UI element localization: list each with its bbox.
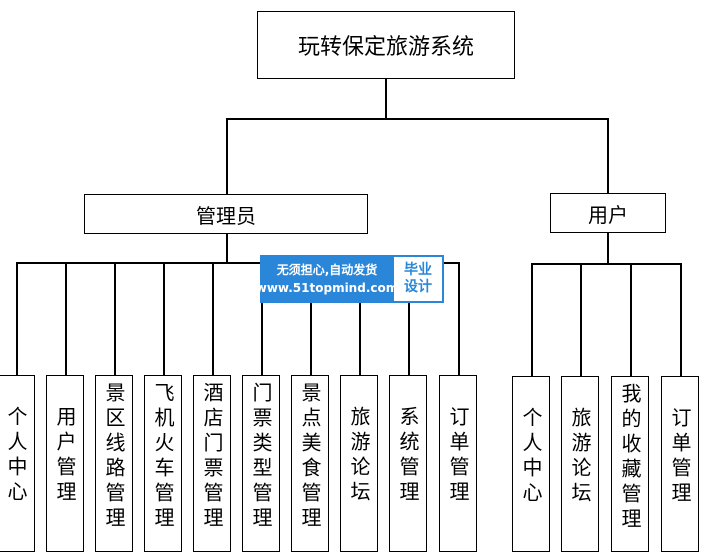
user-node-label: 用户 xyxy=(588,202,628,227)
admin-leaf-scenic-route-management: 景区线路管理 xyxy=(95,375,133,552)
watermark-badge: 毕业 设计 xyxy=(394,257,442,301)
user-down-connector xyxy=(607,233,609,264)
admin-drop xyxy=(408,262,410,375)
root-node: 玩转保定旅游系统 xyxy=(257,11,515,79)
admin-drop xyxy=(458,262,460,375)
user-connector xyxy=(607,118,609,193)
admin-leaf-ticket-type-management: 门票类型管理 xyxy=(242,375,280,552)
admin-leaf-user-management: 用户管理 xyxy=(46,375,84,552)
user-leaf-my-favorites-management: 我的收藏管理 xyxy=(611,376,649,552)
admin-drop xyxy=(310,262,312,375)
admin-leaf-order-management: 订单管理 xyxy=(439,375,477,552)
watermark-badge-line2: 设计 xyxy=(404,279,432,295)
admin-node-label: 管理员 xyxy=(196,203,256,228)
admin-drop xyxy=(114,262,116,375)
admin-children-bus xyxy=(16,262,459,264)
admin-leaf-scenic-food-management: 景点美食管理 xyxy=(291,375,329,552)
admin-drop xyxy=(261,262,263,375)
admin-leaf-hotel-ticket-management: 酒店门票管理 xyxy=(193,375,231,552)
admin-drop xyxy=(359,262,361,375)
admin-node: 管理员 xyxy=(84,194,368,234)
user-drop xyxy=(580,263,582,376)
user-drop xyxy=(531,263,533,376)
level1-bus xyxy=(226,118,608,120)
user-leaf-order-management: 订单管理 xyxy=(661,376,699,552)
root-connector xyxy=(385,79,387,119)
admin-leaf-personal-center: 个人中心 xyxy=(0,375,35,552)
watermark-badge-line1: 毕业 xyxy=(404,262,432,278)
admin-leaf-flight-train-management: 飞机火车管理 xyxy=(144,375,182,552)
user-leaf-travel-forum: 旅游论坛 xyxy=(561,376,599,552)
admin-drop xyxy=(212,262,214,375)
admin-drop xyxy=(16,262,18,375)
watermark-line2: www.51topmind.com xyxy=(255,281,399,295)
admin-drop xyxy=(163,262,165,375)
watermark-line1: 无须担心,自动发货 xyxy=(276,263,378,277)
admin-drop xyxy=(65,262,67,375)
admin-connector xyxy=(226,118,228,194)
user-leaf-personal-center: 个人中心 xyxy=(512,376,550,552)
user-drop xyxy=(680,263,682,376)
user-drop xyxy=(630,263,632,376)
admin-down-connector xyxy=(226,234,228,263)
user-children-bus xyxy=(531,263,681,265)
admin-leaf-travel-forum: 旅游论坛 xyxy=(340,375,378,552)
user-node: 用户 xyxy=(550,193,666,233)
watermark-banner: 无须担心,自动发货 www.51topmind.com 毕业 设计 xyxy=(256,255,444,303)
watermark-text: 无须担心,自动发货 www.51topmind.com xyxy=(256,255,399,303)
root-node-label: 玩转保定旅游系统 xyxy=(297,35,474,60)
admin-leaf-system-management: 系统管理 xyxy=(389,375,427,552)
